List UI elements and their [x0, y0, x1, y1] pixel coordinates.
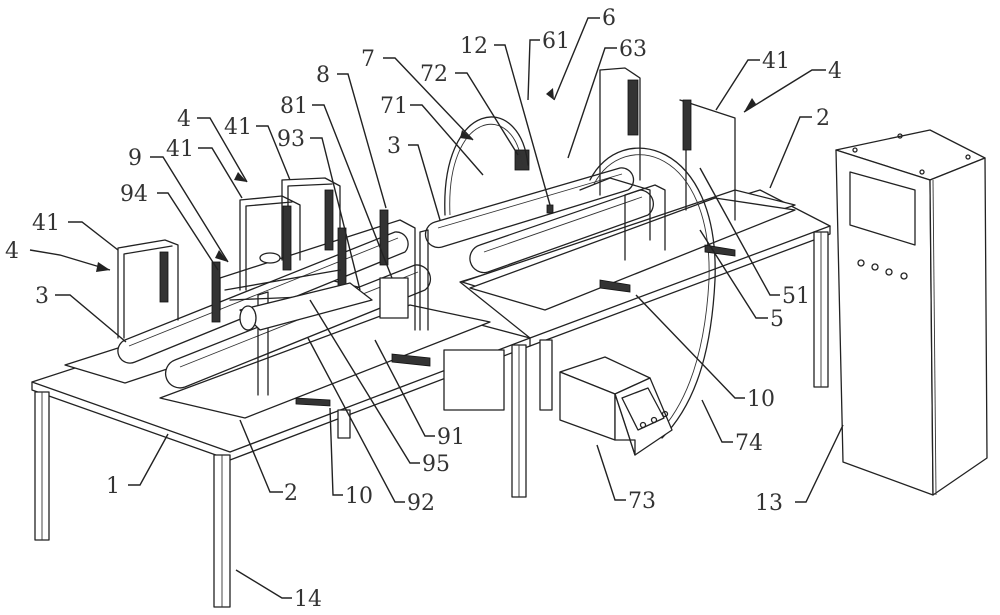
dispenser-screen	[621, 387, 665, 431]
table-leg	[511, 344, 527, 498]
callout-3: 3	[35, 284, 49, 309]
callout-41: 41	[32, 211, 60, 236]
callout-81: 81	[280, 94, 308, 119]
callout-12: 12	[460, 34, 488, 59]
callout-61: 61	[542, 29, 570, 54]
callout-labels: 1 2 2 3 3 4 4 4 41 41 41 41 5 51 6 61 63…	[5, 6, 842, 612]
leader-lines	[29, 17, 844, 599]
callout-74: 74	[735, 431, 763, 456]
gantry-frame	[117, 239, 179, 339]
callout-1: 1	[106, 474, 120, 499]
callout-2: 2	[816, 106, 830, 131]
callout-4: 4	[5, 239, 19, 264]
cabinet-button	[871, 263, 879, 271]
dispenser-button	[661, 410, 669, 418]
cabinet-screen	[849, 171, 916, 246]
callout-71: 71	[380, 94, 408, 119]
table-leg	[813, 231, 829, 388]
callout-10: 10	[345, 484, 373, 509]
callout-41: 41	[166, 137, 194, 162]
sensor-blocks	[295, 244, 736, 407]
callout-14: 14	[294, 587, 322, 612]
callout-95: 95	[422, 452, 450, 477]
callout-4: 4	[828, 59, 842, 84]
callout-9: 9	[128, 146, 142, 171]
callout-6: 6	[602, 6, 616, 31]
dispenser-button	[639, 421, 647, 429]
under-panel	[443, 349, 505, 411]
control-cabinet	[835, 129, 988, 496]
gantry-frame-right-front	[579, 177, 666, 261]
dispenser-unit	[559, 356, 673, 456]
cabinet-button	[900, 272, 908, 280]
callout-10: 10	[747, 387, 775, 412]
arrowheads	[96, 88, 756, 272]
callout-94: 94	[120, 182, 148, 207]
callout-73: 73	[628, 489, 656, 514]
callout-93: 93	[277, 127, 305, 152]
callout-41: 41	[224, 115, 252, 140]
transfer-mechanism	[224, 252, 409, 331]
callout-41: 41	[762, 49, 790, 74]
hoses	[444, 116, 716, 439]
callout-8: 8	[316, 63, 330, 88]
callout-4: 4	[177, 107, 191, 132]
cabinet-button	[885, 268, 893, 276]
callout-7: 7	[361, 47, 375, 72]
callout-91: 91	[437, 425, 465, 450]
callout-2: 2	[284, 481, 298, 506]
callout-13: 13	[755, 491, 783, 516]
callout-72: 72	[420, 62, 448, 87]
callout-63: 63	[619, 37, 647, 62]
callout-5: 5	[770, 307, 784, 332]
conveyor-left-back	[117, 231, 409, 364]
table-leg-14	[213, 454, 231, 608]
table-leg	[34, 391, 50, 541]
dispenser-button	[650, 416, 658, 424]
cabinet-button	[857, 259, 865, 267]
conveyor-right-front	[469, 189, 655, 274]
table-leg	[337, 409, 351, 439]
callout-3: 3	[387, 134, 401, 159]
callout-92: 92	[407, 491, 435, 516]
mounting-plate-2	[159, 304, 491, 419]
callout-51: 51	[782, 284, 810, 309]
table-leg	[539, 339, 553, 411]
